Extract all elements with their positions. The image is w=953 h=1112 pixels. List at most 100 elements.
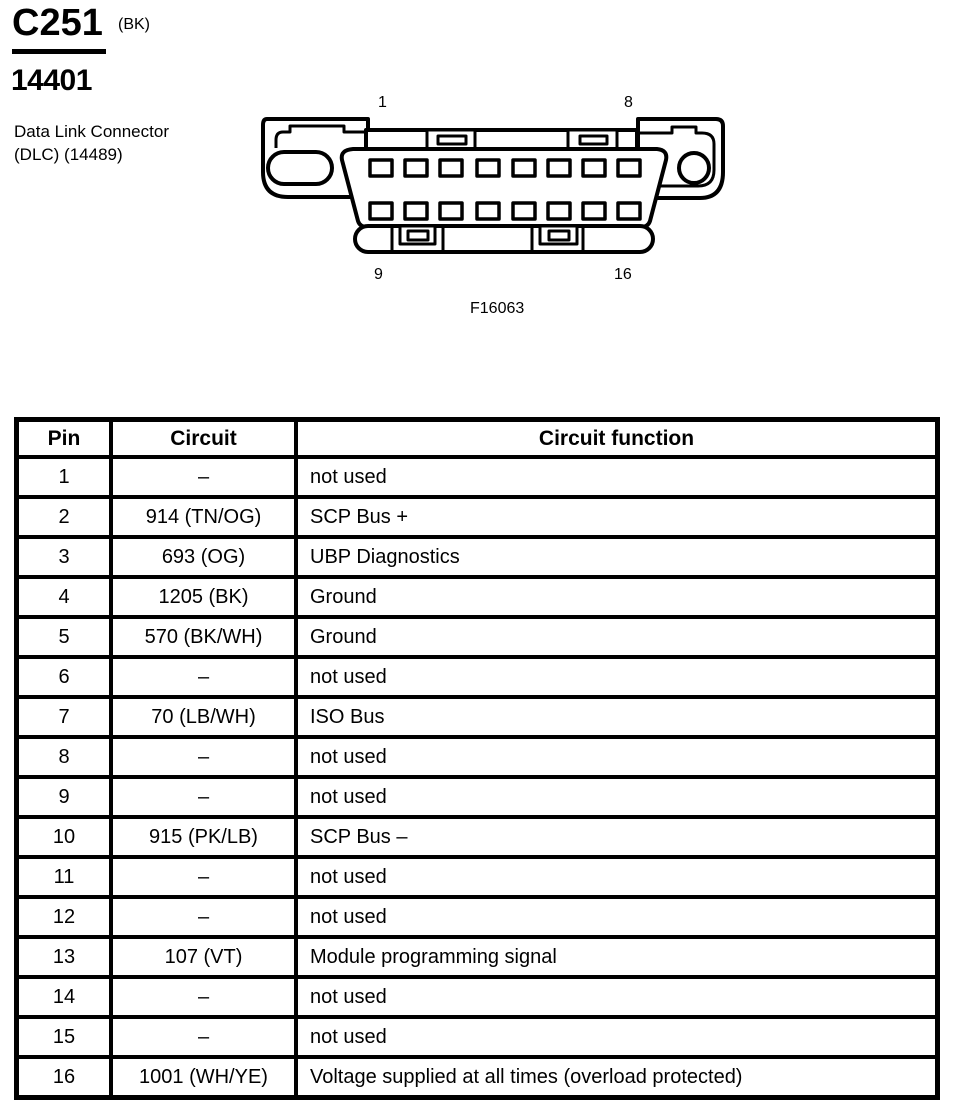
part-number: 14401 (11, 64, 92, 97)
pin-slot (546, 201, 572, 221)
function-cell: not used (294, 855, 940, 899)
circuit-cell: – (109, 455, 298, 499)
table-row: 15–not used (14, 1015, 940, 1059)
circuit-cell: – (109, 1015, 298, 1059)
pin-label-8: 8 (624, 94, 633, 111)
dlc-connector-diagram: 1 8 9 16 F16063 (261, 94, 725, 317)
pin-cell: 6 (14, 655, 113, 699)
circuit-cell: 915 (PK/LB) (109, 815, 298, 859)
table-row: 14–not used (14, 975, 940, 1019)
function-cell: not used (294, 455, 940, 499)
pin-cell: 3 (14, 535, 113, 579)
pin-slot (403, 158, 429, 178)
pin-slot (546, 158, 572, 178)
circuit-cell: – (109, 975, 298, 1019)
table-row: 11–not used (14, 855, 940, 899)
left-tab-inner-contour (274, 124, 368, 148)
pin-slot (581, 201, 607, 221)
pin-cell: 15 (14, 1015, 113, 1059)
circuit-cell: 1205 (BK) (109, 575, 298, 619)
pinout-table-header: Pin Circuit Circuit function (14, 417, 940, 459)
function-cell: SCP Bus + (294, 495, 940, 539)
col-header-pin: Pin (14, 417, 113, 459)
pin-slot (511, 201, 537, 221)
function-cell: not used (294, 655, 940, 699)
circuit-cell: 693 (OG) (109, 535, 298, 579)
pin-cell: 12 (14, 895, 113, 939)
function-cell: not used (294, 895, 940, 939)
function-cell: not used (294, 735, 940, 779)
circuit-cell: – (109, 735, 298, 779)
pin-label-9: 9 (374, 266, 383, 283)
function-cell: Ground (294, 615, 940, 659)
pin-cell: 8 (14, 735, 113, 779)
pin-slot (616, 158, 642, 178)
circuit-cell: 914 (TN/OG) (109, 495, 298, 539)
pin-slot (616, 201, 642, 221)
circuit-cell: – (109, 855, 298, 899)
right-round-hole (677, 151, 711, 185)
function-cell: UBP Diagnostics (294, 535, 940, 579)
pin-slot (581, 158, 607, 178)
pin-cell: 11 (14, 855, 113, 899)
pin-slot (368, 158, 394, 178)
header-row: Pin Circuit Circuit function (14, 417, 940, 459)
function-cell: not used (294, 775, 940, 819)
col-header-circuit: Circuit (109, 417, 298, 459)
function-cell: Module programming signal (294, 935, 940, 979)
table-row: 1–not used (14, 455, 940, 499)
circuit-cell: – (109, 655, 298, 699)
pin-cell: 4 (14, 575, 113, 619)
top-latch-left-slot (436, 134, 468, 146)
pin-label-16: 16 (614, 266, 632, 283)
function-cell: Ground (294, 575, 940, 619)
top-latch-right-slot (578, 134, 609, 146)
pin-label-1: 1 (378, 94, 387, 111)
function-cell: not used (294, 975, 940, 1019)
pin-cell: 14 (14, 975, 113, 1019)
component-name-line1: Data Link Connector (14, 122, 169, 141)
pin-cell: 9 (14, 775, 113, 819)
bottom-latch-left-slot (406, 229, 430, 242)
pin-cell: 16 (14, 1055, 113, 1100)
col-header-circuit-function: Circuit function (294, 417, 940, 459)
circuit-cell: – (109, 775, 298, 819)
function-cell: not used (294, 1015, 940, 1059)
pin-cell: 1 (14, 455, 113, 499)
component-name: Data Link Connector (DLC) (14489) (14, 120, 169, 166)
pin-slot (403, 201, 429, 221)
pin-cell: 10 (14, 815, 113, 859)
pin-slot (511, 158, 537, 178)
left-oval-hole (266, 150, 334, 186)
circuit-cell: 107 (VT) (109, 935, 298, 979)
component-name-line2: (DLC) (14489) (14, 145, 123, 164)
table-row: 12–not used (14, 895, 940, 939)
pin-cell: 2 (14, 495, 113, 539)
pin-slot (438, 201, 464, 221)
circuit-cell: 1001 (WH/YE) (109, 1055, 298, 1100)
pin-row-bottom (368, 201, 642, 221)
pin-cell: 5 (14, 615, 113, 659)
circuit-cell: – (109, 895, 298, 939)
right-tab-inner-contour (640, 125, 716, 188)
table-row: 6–not used (14, 655, 940, 699)
table-row: 8–not used (14, 735, 940, 779)
table-row: 9–not used (14, 775, 940, 819)
connector-color-code: (BK) (118, 16, 150, 33)
function-cell: ISO Bus (294, 695, 940, 739)
pin-slot (475, 201, 501, 221)
circuit-cell: 70 (LB/WH) (109, 695, 298, 739)
figure-number: F16063 (470, 300, 524, 317)
circuit-cell: 570 (BK/WH) (109, 615, 298, 659)
function-cell: SCP Bus – (294, 815, 940, 859)
pin-slot (368, 201, 394, 221)
pin-slot (475, 158, 501, 178)
